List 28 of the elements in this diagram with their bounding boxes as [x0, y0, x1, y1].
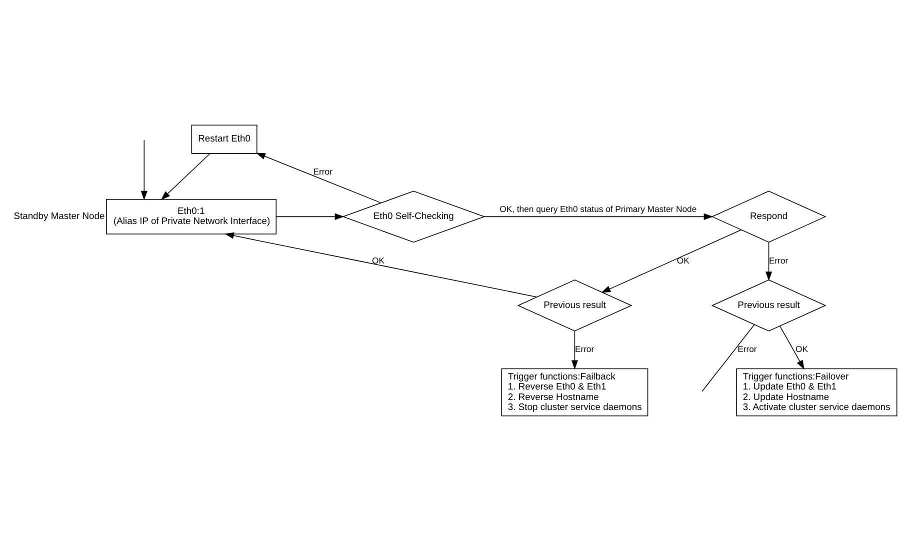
node-box: Trigger functions:Failback 1. Reverse Eth0 & Eth1 2. Reverse Hostname 3. Stop cluster service daemons: [501, 368, 648, 416]
edge-label: Error: [769, 255, 788, 266]
connector: [702, 324, 755, 392]
edge-label: Error: [574, 344, 594, 354]
arrow: [601, 229, 742, 293]
edge-label: OK, then query Eth0 status of Primary Master Node: [500, 204, 697, 214]
arrow: [160, 153, 210, 200]
node-diamond: Respond: [711, 190, 826, 243]
node-box: Eth0:1 (Alias IP of Private Network Interface): [106, 199, 277, 234]
arrow: [765, 242, 772, 282]
arrow: [484, 213, 714, 220]
node-box: Restart Eth0: [191, 124, 258, 154]
node-diamond: Previous result: [711, 280, 826, 332]
arrow: [256, 152, 382, 204]
node-diamond: Previous result: [517, 280, 632, 332]
edge-label: Error: [738, 344, 757, 354]
edge-label: Error: [313, 166, 332, 176]
arrow: [276, 213, 344, 220]
arrow: [571, 330, 578, 370]
edge-label: OK: [796, 344, 808, 354]
edge-label: OK: [676, 255, 690, 266]
node-box: Trigger functions:Failover 1. Update Eth0 & Eth1 2. Update Hostname 3. Activate cluster service daemons: [736, 368, 898, 416]
node-diamond: Eth0 Self-Checking: [342, 190, 486, 243]
arrow: [780, 326, 804, 370]
arrow: [224, 232, 538, 298]
node-label: Standby Master Node: [14, 210, 105, 222]
arrow: [140, 140, 148, 200]
edge-label: OK: [372, 255, 385, 266]
